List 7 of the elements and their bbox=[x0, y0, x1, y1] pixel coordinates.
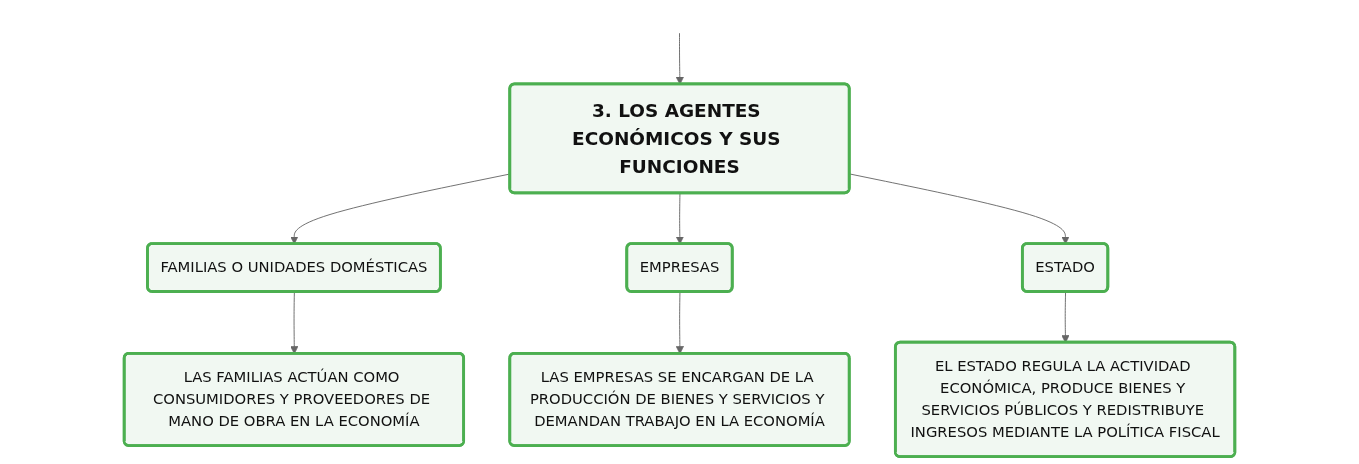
concept-box: LAS FAMILIAS ACTÚAN COMO CONSUMIDORES Y PROVEEDORES DE MANO DE OBRA EN LA ECONOMÍA bbox=[122, 351, 466, 447]
concept-box: FAMILIAS O UNIDADES DOMÉSTICAS bbox=[146, 242, 442, 293]
concept-box: EMPRESAS bbox=[625, 242, 734, 293]
concept-box: 3. LOS AGENTES ECONÓMICOS Y SUS FUNCIONES bbox=[508, 82, 851, 195]
concept-box: EL ESTADO REGULA LA ACTIVIDAD ECONÓMICA, PRODUCE BIENES Y SERVICIOS PÚBLICOS Y REDISTRIBUYE INGRESOS MEDIANTE LA POLÍTICA FISCAL bbox=[893, 340, 1237, 458]
concept-box: LAS EMPRESAS SE ENCARGAN DE LA PRODUCCIÓN DE BIENES Y SERVICIOS Y DEMANDAN TRABAJO EN LA ECONOMÍA bbox=[508, 351, 851, 447]
concept-box: ESTADO bbox=[1020, 242, 1110, 293]
